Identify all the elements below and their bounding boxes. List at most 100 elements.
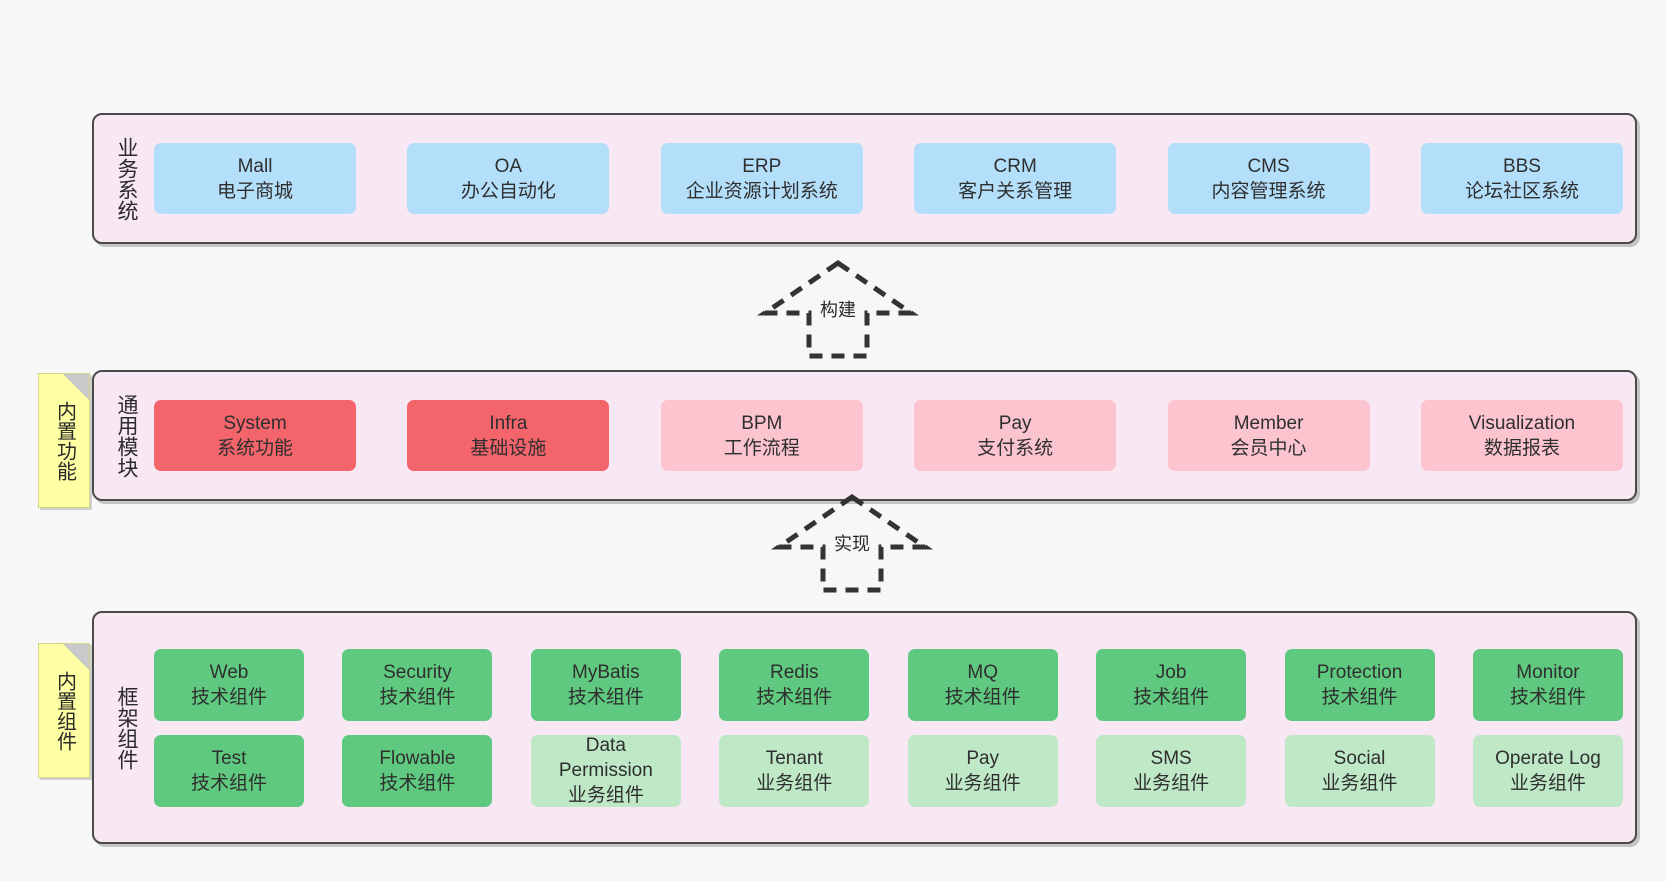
common-card-bpm[interactable]: BPM 工作流程 bbox=[660, 400, 863, 471]
generalization-arrow-build-shape bbox=[756, 259, 920, 359]
card-name: Flowable bbox=[379, 747, 456, 769]
card-desc: 业务组件 bbox=[756, 772, 833, 794]
card-name: Social bbox=[1333, 747, 1386, 769]
business-system-layer: 业务系统 Mall 电子商城 OA 办公自动化 ERP 企业资源计划系统 CRM… bbox=[92, 113, 1637, 244]
card-name: Pay bbox=[966, 747, 1000, 769]
card-desc: 数据报表 bbox=[1483, 437, 1560, 459]
card-desc: 业务组件 bbox=[944, 772, 1021, 794]
framework-card-pay[interactable]: Pay 业务组件 bbox=[907, 734, 1058, 807]
card-name: MQ bbox=[967, 661, 998, 683]
card-desc: 系统功能 bbox=[216, 437, 293, 459]
common-card-member[interactable]: Member 会员中心 bbox=[1167, 400, 1370, 471]
card-name: Mall bbox=[237, 155, 273, 177]
framework-tech-row: Web 技术组件 Security 技术组件 MyBatis 技术组件 Redi… bbox=[154, 648, 1623, 721]
framework-component-layer-title: 框架组件 bbox=[115, 685, 138, 770]
framework-card-web[interactable]: Web 技术组件 bbox=[154, 648, 304, 721]
sticky-note-label: 内置功能 bbox=[53, 400, 76, 481]
framework-card-tenant[interactable]: Tenant 业务组件 bbox=[719, 734, 870, 807]
card-name: Operate Log bbox=[1495, 747, 1601, 769]
card-desc: 电子商城 bbox=[216, 180, 293, 202]
card-name: Protection bbox=[1316, 661, 1403, 683]
arrow-label-build: 构建 bbox=[820, 300, 856, 320]
card-name: ERP bbox=[742, 155, 782, 177]
card-name: BBS bbox=[1502, 155, 1541, 177]
framework-card-sms[interactable]: SMS 业务组件 bbox=[1096, 734, 1247, 807]
card-name: CRM bbox=[993, 155, 1037, 177]
framework-card-protection[interactable]: Protection 技术组件 bbox=[1284, 648, 1435, 721]
business-card-mall[interactable]: Mall 电子商城 bbox=[154, 143, 356, 214]
card-name: Security bbox=[383, 661, 452, 683]
card-desc: 技术组件 bbox=[1509, 686, 1586, 708]
card-desc: 办公自动化 bbox=[460, 180, 556, 202]
card-desc: 支付系统 bbox=[977, 437, 1054, 459]
card-desc: 内容管理系统 bbox=[1211, 180, 1326, 202]
business-card-crm[interactable]: CRM 客户关系管理 bbox=[914, 143, 1117, 214]
framework-card-monitor[interactable]: Monitor 技术组件 bbox=[1472, 648, 1623, 721]
card-desc: 业务组件 bbox=[1133, 772, 1210, 794]
card-name: Tenant bbox=[765, 747, 823, 769]
framework-card-security[interactable]: Security 技术组件 bbox=[342, 648, 493, 721]
business-card-oa[interactable]: OA 办公自动化 bbox=[407, 143, 610, 214]
card-desc: 客户关系管理 bbox=[958, 180, 1073, 202]
card-desc: 技术组件 bbox=[1133, 686, 1210, 708]
framework-card-data-permission[interactable]: Data Permission 业务组件 bbox=[530, 734, 681, 807]
card-desc: 技术组件 bbox=[1321, 686, 1398, 708]
note-fold-icon bbox=[63, 644, 89, 670]
business-system-layer-title: 业务系统 bbox=[115, 136, 138, 221]
business-card-cms[interactable]: CMS 内容管理系统 bbox=[1167, 143, 1370, 214]
common-module-layer: 通用模块 System 系统功能 Infra 基础设施 BPM 工作流程 Pay… bbox=[92, 370, 1637, 501]
card-desc: 业务组件 bbox=[1321, 772, 1398, 794]
card-name: MyBatis bbox=[572, 661, 640, 683]
common-card-pay[interactable]: Pay 支付系统 bbox=[914, 400, 1117, 471]
framework-card-flowable[interactable]: Flowable 技术组件 bbox=[342, 734, 493, 807]
card-desc: 技术组件 bbox=[190, 772, 267, 794]
sticky-note-builtin-functions: 内置功能 bbox=[38, 373, 90, 508]
common-module-layer-title: 通用模块 bbox=[115, 393, 138, 478]
framework-component-grid: Web 技术组件 Security 技术组件 MyBatis 技术组件 Redi… bbox=[150, 613, 1635, 842]
generalization-arrow-implement-shape bbox=[770, 493, 934, 593]
card-desc: 会员中心 bbox=[1230, 437, 1307, 459]
note-fold-icon bbox=[63, 374, 89, 400]
card-name: Data Permission bbox=[558, 735, 653, 781]
card-name: Job bbox=[1155, 661, 1187, 683]
framework-business-row: Test 技术组件 Flowable 技术组件 Data Permission … bbox=[154, 734, 1623, 807]
sticky-note-label: 内置组件 bbox=[53, 670, 76, 751]
framework-card-mybatis[interactable]: MyBatis 技术组件 bbox=[530, 648, 681, 721]
card-desc: 基础设施 bbox=[470, 437, 547, 459]
framework-card-redis[interactable]: Redis 技术组件 bbox=[719, 648, 870, 721]
business-card-erp[interactable]: ERP 企业资源计划系统 bbox=[660, 143, 863, 214]
business-system-card-row: Mall 电子商城 OA 办公自动化 ERP 企业资源计划系统 CRM 客户关系… bbox=[150, 115, 1635, 242]
card-desc: 论坛社区系统 bbox=[1464, 180, 1579, 202]
common-card-visualization[interactable]: Visualization 数据报表 bbox=[1420, 400, 1623, 471]
card-desc: 技术组件 bbox=[567, 686, 644, 708]
card-desc: 技术组件 bbox=[756, 686, 833, 708]
card-desc: 企业资源计划系统 bbox=[685, 180, 838, 202]
sticky-note-builtin-components: 内置组件 bbox=[38, 643, 90, 778]
card-desc: 业务组件 bbox=[1509, 772, 1586, 794]
common-card-infra[interactable]: Infra 基础设施 bbox=[407, 400, 610, 471]
common-card-system[interactable]: System 系统功能 bbox=[154, 400, 356, 471]
card-name: Redis bbox=[769, 661, 819, 683]
business-card-bbs[interactable]: BBS 论坛社区系统 bbox=[1420, 143, 1623, 214]
card-name: Visualization bbox=[1468, 412, 1576, 434]
card-name: Web bbox=[209, 661, 249, 683]
card-desc: 技术组件 bbox=[379, 772, 456, 794]
card-desc: 业务组件 bbox=[567, 785, 644, 806]
framework-card-test[interactable]: Test 技术组件 bbox=[154, 734, 304, 807]
card-name: Monitor bbox=[1516, 661, 1580, 683]
common-module-card-row: System 系统功能 Infra 基础设施 BPM 工作流程 Pay 支付系统… bbox=[150, 372, 1635, 499]
framework-card-operate-log[interactable]: Operate Log 业务组件 bbox=[1472, 734, 1623, 807]
card-desc: 技术组件 bbox=[944, 686, 1021, 708]
card-desc: 技术组件 bbox=[379, 686, 456, 708]
card-name: OA bbox=[494, 155, 523, 177]
generalization-arrow-implement: 实现 bbox=[770, 493, 934, 593]
card-desc: 技术组件 bbox=[190, 686, 267, 708]
card-name: BPM bbox=[741, 412, 783, 434]
framework-card-social[interactable]: Social 业务组件 bbox=[1284, 734, 1435, 807]
card-name: CMS bbox=[1247, 155, 1290, 177]
card-name: Pay bbox=[998, 412, 1032, 434]
framework-card-job[interactable]: Job 技术组件 bbox=[1096, 648, 1247, 721]
framework-card-mq[interactable]: MQ 技术组件 bbox=[907, 648, 1058, 721]
card-name: SMS bbox=[1150, 747, 1192, 769]
arrow-label-implement: 实现 bbox=[834, 534, 870, 554]
